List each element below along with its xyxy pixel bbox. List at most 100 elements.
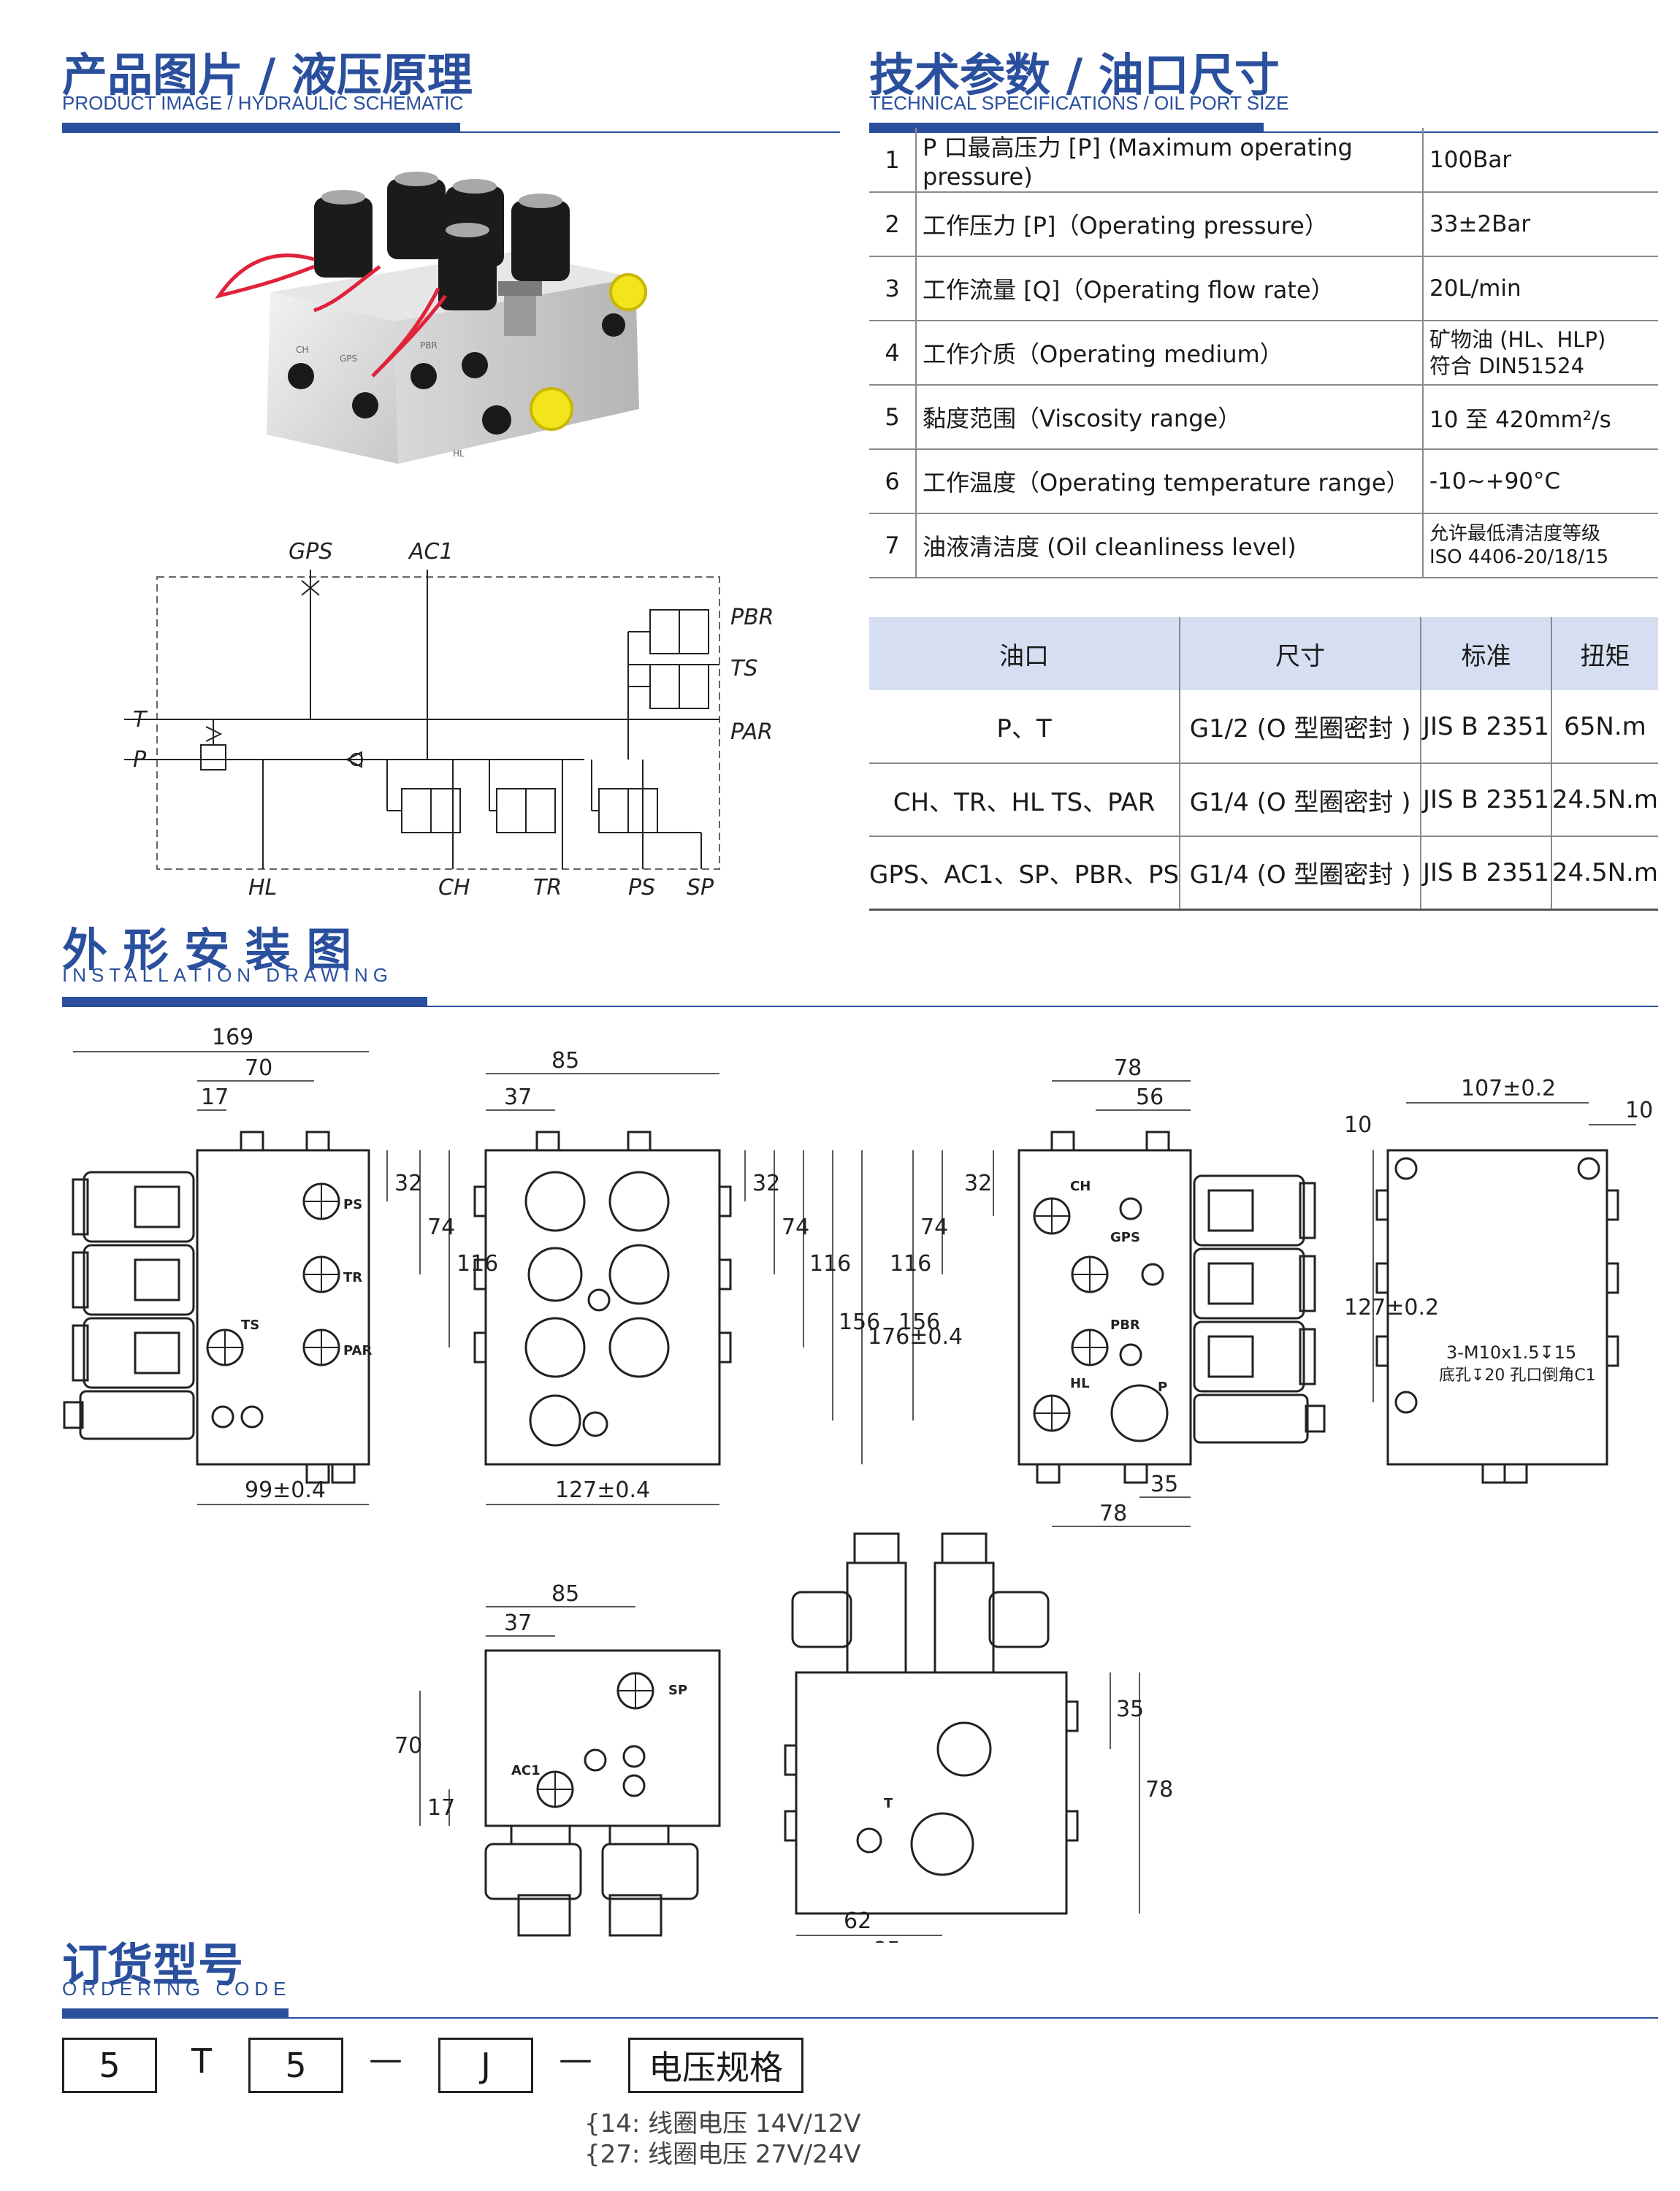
dim-label: 37 [504, 1085, 532, 1110]
row-number: 1 [869, 128, 917, 193]
schematic-label: CH [438, 875, 470, 901]
dim-label: 78 [1099, 1501, 1127, 1526]
section-subtitle-specs: TECHNICAL SPECIFICATIONS / OIL PORT SIZE [869, 92, 1289, 114]
spec-name: 油液清洁度 (Oil cleanliness level) [916, 513, 1424, 578]
section-subtitle-install: INSTALLATION DRAWING [62, 964, 393, 986]
installation-drawing: 169 70 17 32 74 116 99±0.4 85 37 32 74 1… [63, 1025, 1653, 1943]
code-box: J [438, 2038, 533, 2093]
row-number: 4 [869, 321, 917, 386]
dim-label: 127±0.4 [555, 1477, 650, 1503]
voltage-option: {27: 线圈电压 27V/24V [584, 2140, 861, 2169]
table-row: 6 工作温度（Operating temperature range） -10~… [869, 449, 1658, 514]
table-row: 5 黏度范围（Viscosity range） 10 至 420mm²/s [869, 385, 1658, 450]
port-label: PBR [1110, 1318, 1140, 1333]
spec-name: 工作压力 [P]（Operating pressure） [916, 192, 1424, 257]
section-subtitle-product: PRODUCT IMAGE / HYDRAULIC SCHEMATIC [62, 92, 464, 114]
dim-label: 35 [1150, 1472, 1178, 1497]
column-header: 油口 [869, 617, 1181, 690]
table-cell: GPS、AC1、SP、PBR、PS [869, 836, 1181, 911]
schematic-label: T [133, 707, 148, 733]
spec-value-text: ISO 4406-20/18/15 [1429, 546, 1609, 568]
spec-value-text: -10~+90°C [1429, 468, 1561, 494]
dim-label: 74 [427, 1215, 455, 1240]
port-label: AC1 [511, 1763, 541, 1778]
port-label: TS [241, 1318, 259, 1333]
divider-accent [62, 2008, 289, 2019]
dim-note: 底孔↧20 孔口倒角C1 [1439, 1366, 1596, 1385]
section-title-install: 外 形 安 装 图 [62, 923, 352, 976]
table-row: 2 工作压力 [P]（Operating pressure） 33±2Bar [869, 192, 1658, 257]
spec-value-text: 20L/min [1429, 275, 1521, 302]
port-label: SP [668, 1683, 687, 1698]
port-label: P [1158, 1380, 1167, 1395]
view1-body [196, 1149, 370, 1466]
hydraulic-schematic: GPS AC1 PBR TS PAR T P HL CH TR PS SP [124, 540, 774, 901]
dim-label: 85 [551, 1581, 579, 1607]
voltage-option: {14: 线圈电压 14V/12V [584, 2109, 861, 2138]
port-label: GPS [1110, 1230, 1140, 1245]
dim-label: 78 [1145, 1777, 1173, 1802]
dim-label: 17 [201, 1085, 229, 1110]
table-cell: JIS B 2351 [1421, 836, 1552, 911]
table-cell: 65N.m [1551, 690, 1658, 764]
port-label: TR [343, 1270, 362, 1285]
divider-accent [62, 123, 460, 133]
dim-label: 176±0.4 [868, 1324, 963, 1350]
dim-label: 116 [457, 1251, 498, 1277]
schematic-label: PS [628, 875, 655, 901]
row-number: 6 [869, 449, 917, 514]
dim-label: 37 [504, 1610, 532, 1636]
schematic-label: TS [730, 656, 757, 681]
table-cell: G1/4 (O 型圈密封 ) [1180, 836, 1422, 911]
dim-label: 10 [1625, 1098, 1653, 1123]
table-cell: JIS B 2351 [1421, 690, 1552, 764]
table-cell: 24.5N.m [1551, 836, 1658, 911]
table-cell: JIS B 2351 [1421, 763, 1552, 837]
dim-label: 32 [394, 1171, 422, 1196]
row-number: 2 [869, 192, 917, 257]
code-separator: T [191, 2041, 213, 2081]
spec-value-text: 符合 DIN51524 [1429, 353, 1585, 378]
table-cell: G1/2 (O 型圈密封 ) [1180, 690, 1422, 764]
column-header: 扭矩 [1551, 617, 1658, 690]
table-row: GPS、AC1、SP、PBR、PS G1/4 (O 型圈密封 ) JIS B 2… [869, 836, 1658, 911]
spec-name: 黏度范围（Viscosity range） [916, 385, 1424, 450]
spec-name: 工作温度（Operating temperature range） [916, 449, 1424, 514]
svg-text:GPS: GPS [340, 353, 357, 364]
row-number: 5 [869, 385, 917, 450]
dim-label: 156 [898, 1309, 940, 1335]
schematic-label: GPS [289, 540, 332, 565]
dim-note: 3-M10x1.5↧15 [1446, 1342, 1576, 1363]
dim-label: 70 [394, 1733, 422, 1759]
section-title-specs: 技术参数 / 油口尺寸 [869, 48, 1280, 102]
dim-label: 156 [839, 1309, 880, 1335]
table-row: P、T G1/2 (O 型圈密封 ) JIS B 2351 65N.m [869, 690, 1658, 764]
dim-label: 116 [890, 1251, 931, 1277]
port-label: T [884, 1796, 893, 1811]
spec-value-text: 100Bar [1429, 146, 1512, 173]
column-header: 尺寸 [1180, 617, 1422, 690]
dim-label: 85 [873, 1938, 901, 1943]
port-label: HL [1070, 1376, 1090, 1391]
spec-value: 100Bar [1423, 128, 1658, 193]
schematic-label: HL [248, 875, 277, 901]
spec-value: 10 至 420mm²/s [1423, 385, 1658, 450]
row-number: 7 [869, 513, 917, 578]
dim-label: 78 [1114, 1055, 1142, 1081]
table-row: 1 P 口最高压力 [P] (Maximum operating pressur… [869, 128, 1658, 193]
code-dash: — [559, 2039, 592, 2079]
section-title-ordering: 订货型号 [62, 1938, 244, 1992]
spec-value-text: 33±2Bar [1429, 211, 1531, 237]
schematic-label: PBR [730, 605, 774, 630]
svg-text:HL: HL [453, 448, 465, 459]
table-cell: 24.5N.m [1551, 763, 1658, 837]
table-header-row: 油口 尺寸 标准 扭矩 [869, 617, 1658, 690]
dim-label: 127±0.2 [1344, 1295, 1439, 1320]
spec-value-text: 矿物油 (HL、HLP) [1429, 327, 1606, 352]
code-box: 5 [62, 2038, 157, 2093]
spec-value: 矿物油 (HL、HLP)符合 DIN51524 [1423, 321, 1658, 386]
code-box-voltage: 电压规格 [628, 2038, 803, 2093]
divider [62, 2017, 1658, 2019]
